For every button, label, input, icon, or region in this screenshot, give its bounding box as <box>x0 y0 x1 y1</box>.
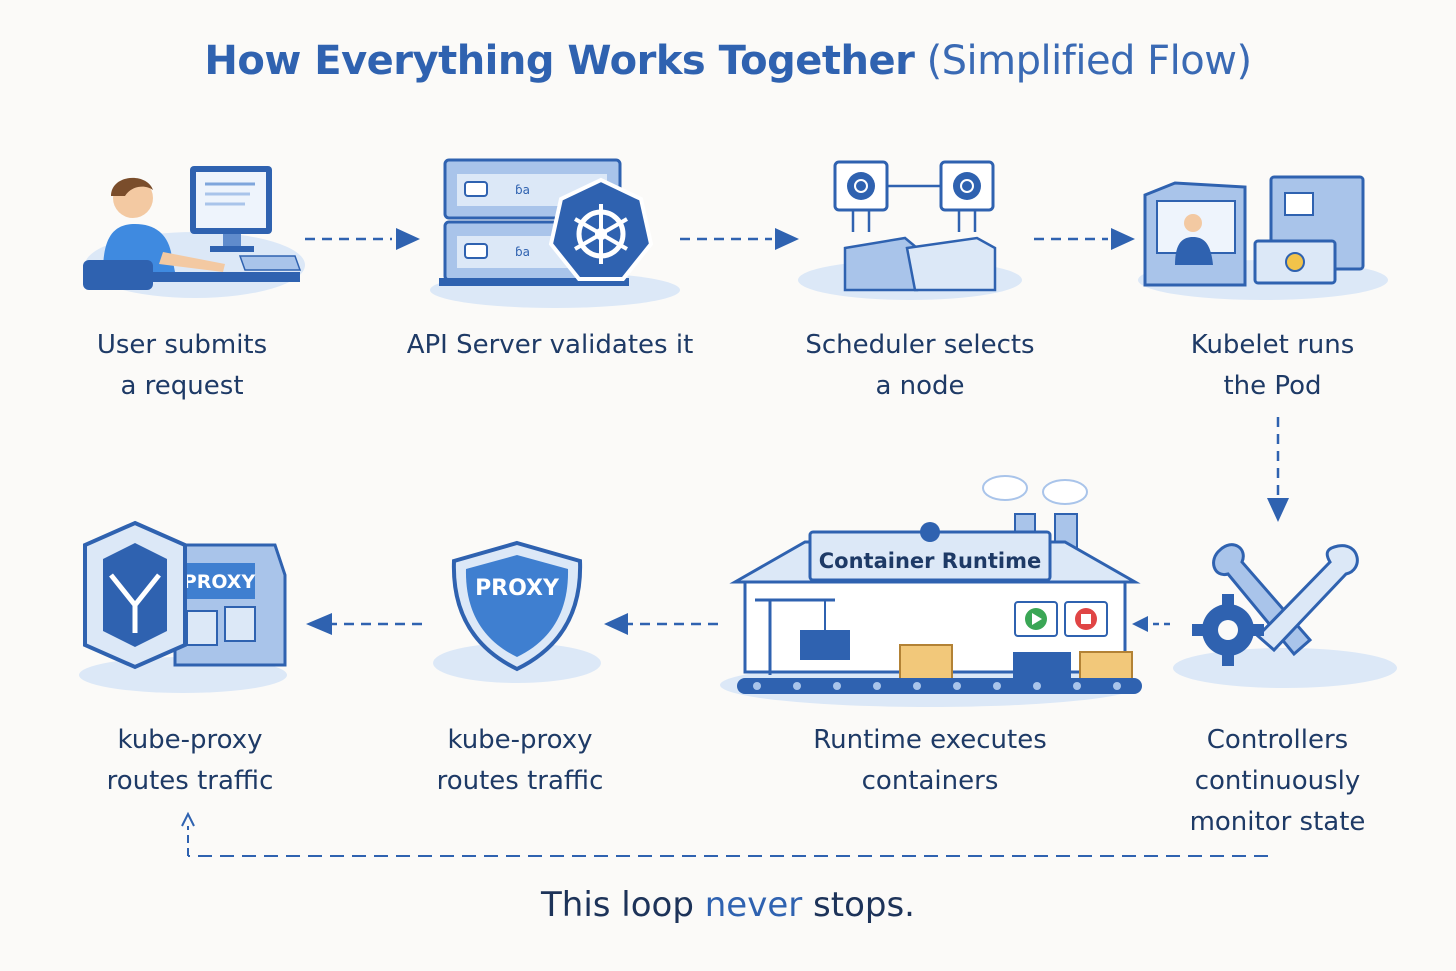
arrow-step1-to-step2 <box>305 228 420 250</box>
svg-text:ɓa: ɓa <box>515 245 530 259</box>
footer-before: This loop <box>541 885 705 925</box>
gear-icon <box>1192 594 1264 666</box>
footer-accent: never <box>704 885 803 925</box>
arrow-step2-to-step3 <box>680 228 799 250</box>
kubelet-icon <box>1138 175 1388 300</box>
container-runtime-factory-icon: Container Runtime <box>720 475 1142 707</box>
step-label-api-server: API Server validates it <box>406 330 694 360</box>
proxy-shield-icon: PROXY <box>433 540 601 683</box>
title-main: How Everything Works Together <box>204 38 915 84</box>
footer-after: stops. <box>802 885 915 925</box>
runtime-sign: Container Runtime <box>819 549 1042 573</box>
api-server-icon: ɓa ɓa <box>430 158 680 308</box>
page-title: How Everything Works Together (Simplifie… <box>0 38 1456 84</box>
arrow-step4-to-step5 <box>1267 417 1289 522</box>
scheduler-icon <box>798 160 1022 300</box>
step-label-scheduler: Scheduler selects a node <box>805 330 1035 401</box>
step-label-proxy-building: kube-proxy routes traffic <box>106 725 274 796</box>
footer-caption: This loop never stops. <box>0 885 1456 925</box>
svg-text:ɓa: ɓa <box>515 183 530 197</box>
controllers-tools-icon <box>1173 543 1397 688</box>
loop-back-connector <box>181 811 1268 857</box>
arrow-step5-to-step6 <box>1132 616 1170 632</box>
step-label-kubelet: Kubelet runs the Pod <box>1190 330 1355 401</box>
title-sub: (Simplified Flow) <box>926 38 1253 84</box>
building-badge: PROXY <box>183 571 256 593</box>
arrow-step6-to-step7 <box>604 613 718 635</box>
step-label-runtime: Runtime executes containers <box>813 725 1047 796</box>
proxy-building-icon: PROXY <box>79 520 287 693</box>
kubernetes-logo-icon <box>548 177 654 281</box>
step-label-user-request: User submits a request <box>96 330 268 401</box>
arrow-step7-to-step8 <box>306 613 422 635</box>
step-label-proxy-shield: kube-proxy routes traffic <box>436 725 604 796</box>
step-label-controllers: Controllers continuously monitor state <box>1189 725 1366 837</box>
shield-badge: PROXY <box>475 576 560 601</box>
user-computer-icon <box>83 166 305 298</box>
arrow-step3-to-step4 <box>1034 228 1135 250</box>
